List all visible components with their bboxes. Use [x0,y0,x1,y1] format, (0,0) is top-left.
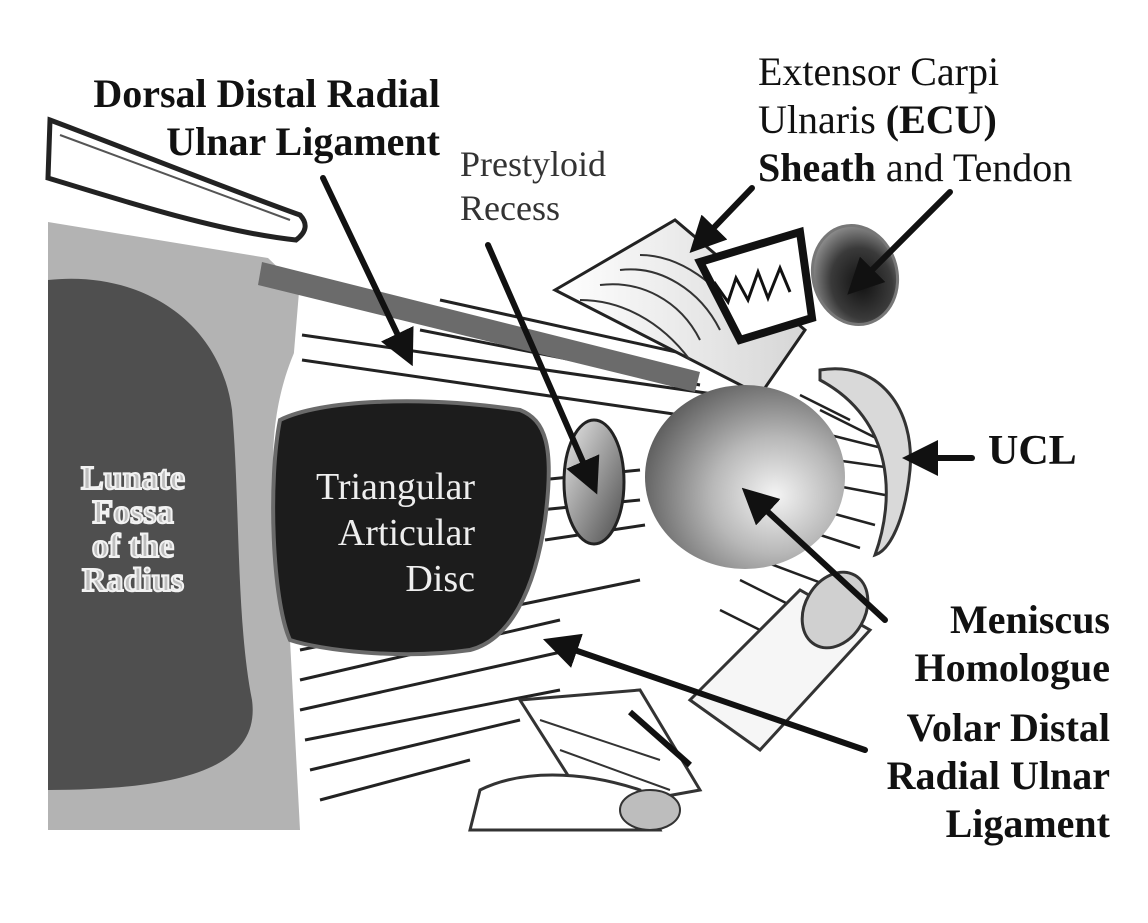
dorsal-band [258,262,700,392]
volar-line-3: Ligament [945,801,1110,846]
lunate-line-3: of the [91,528,175,565]
dorsal-line-1: Dorsal Distal Radial [93,71,440,116]
ecu-tendon-box [694,226,817,345]
ecu-tendon [810,223,900,327]
arrow-ecu-sheath [689,185,755,253]
label-triangular-articular-disc: Triangular Articular Disc [270,468,475,598]
lunate-line-4: Radius [81,562,185,599]
prestyloid-line-2: Recess [460,188,560,228]
label-ecu: Extensor Carpi Ulnaris (ECU) Sheath and … [758,52,1138,188]
ecu-line-2b: (ECU) [885,97,997,142]
lunate-line-1: Lunate [80,460,186,497]
volar-line-1: Volar Distal [906,705,1110,750]
label-volar-distal-radial-ulnar-ligament: Volar Distal Radial Ulnar Ligament [830,708,1110,844]
label-lunate-fossa: Lunate Fossa of the Radius [48,460,218,599]
prestyloid-line-1: Prestyloid [460,144,607,184]
upper-tendon-fragment [45,116,308,243]
triangular-articular-disc [271,399,551,657]
arrow-meniscus [741,487,888,623]
ucl-structure [818,367,912,558]
label-ucl: UCL [988,428,1077,474]
arrow-prestyloid-recess [485,242,600,495]
ecu-sheath [551,218,808,397]
lunate-fossa [48,278,253,790]
tad-line-3: Disc [405,558,475,600]
ecu-line-3a: Sheath [758,145,876,190]
lower-tendon-fragments [468,688,703,832]
volar-line-2: Radial Ulnar [886,753,1110,798]
lunate-line-2: Fossa [91,494,174,531]
arrow-ecu-tendon [847,189,953,295]
ecu-line-1: Extensor Carpi [758,49,1000,94]
arrow-volar-ligament [542,633,868,753]
label-dorsal-distal-radial-ulnar-ligament: Dorsal Distal Radial Ulnar Ligament [45,74,440,162]
tad-line-2: Articular [337,512,475,554]
meniscus-line-2: Homologue [914,645,1110,690]
meniscus-homologue [645,385,845,569]
ecu-line-2a: Ulnaris [758,97,886,142]
meniscus-line-1: Meniscus [950,597,1110,642]
label-prestyloid-recess: Prestyloid Recess [460,146,660,226]
label-meniscus-homologue: Meniscus Homologue [860,600,1110,688]
leader-arrows [320,175,975,753]
dorsal-line-2: Ulnar Ligament [166,119,440,164]
arrow-dorsal-ligament [320,175,414,367]
tad-line-1: Triangular [315,466,475,508]
ecu-line-3b: and Tendon [875,145,1073,190]
